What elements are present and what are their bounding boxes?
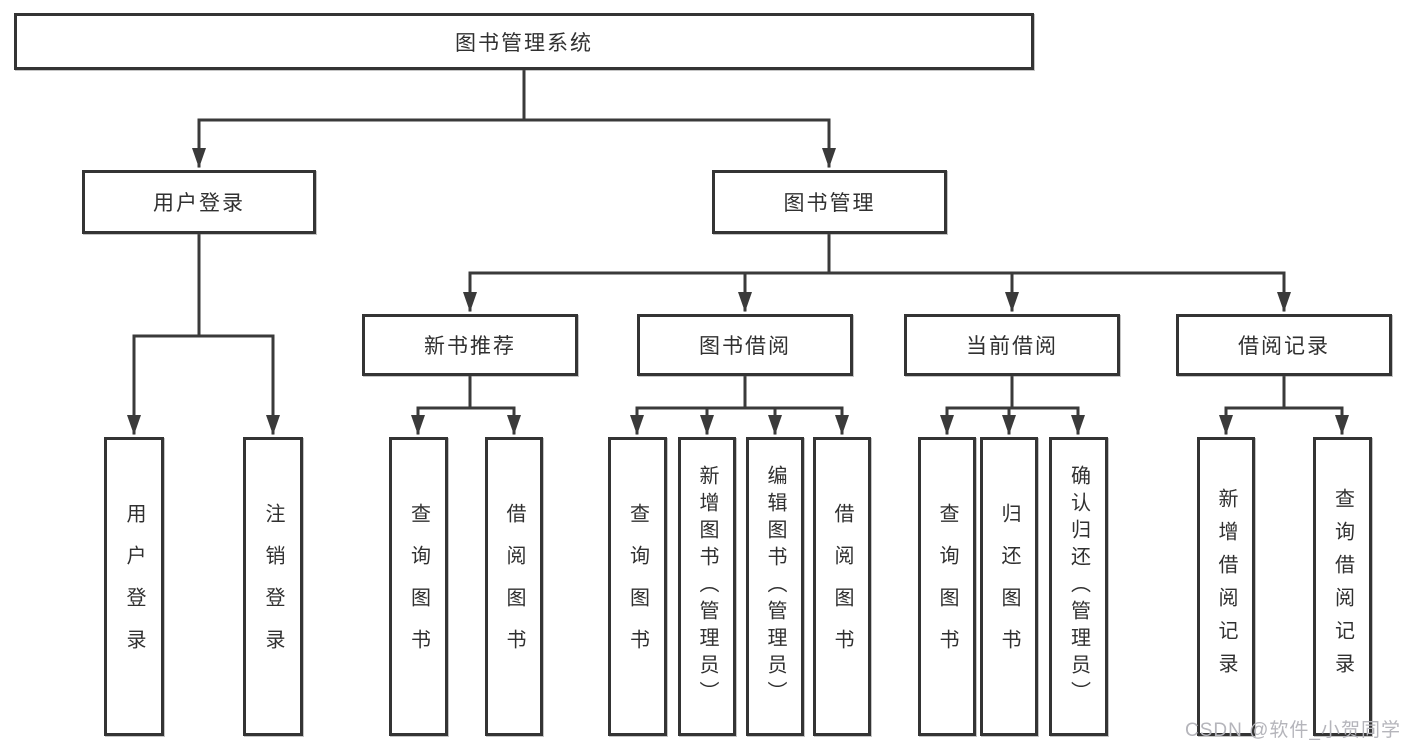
node-root-label: 图书管理系统 [455, 31, 593, 55]
node-book-management-label: 图书管理 [783, 192, 876, 215]
leaf-query-book-1: 查询图书 [389, 437, 448, 736]
leaf-logout: 注销登录 [243, 437, 303, 736]
leaf-borrow-book-2-label: 借阅图书 [831, 502, 853, 671]
leaf-query-book-1-label: 查询图书 [407, 502, 430, 671]
leaf-query-borrow-record: 查询借阅记录 [1313, 437, 1372, 736]
node-user-login-label: 用户登录 [153, 192, 245, 215]
leaf-query-book-2: 查询图书 [608, 437, 667, 736]
node-current-borrow: 当前借阅 [904, 314, 1120, 376]
node-borrow-record-label: 借阅记录 [1238, 335, 1330, 358]
csdn-watermark: CSDN @软件_小贺同学 [1185, 720, 1401, 741]
leaf-add-borrow-record: 新增借阅记录 [1197, 437, 1255, 736]
leaf-query-book-2-label: 查询图书 [626, 502, 649, 671]
leaf-confirm-return-admin-label: 确认归还（管理员） [1067, 465, 1090, 708]
leaf-add-book-admin-label: 新增图书（管理员） [696, 465, 718, 708]
leaf-user-login-label: 用户登录 [123, 502, 145, 671]
leaf-borrow-book-1: 借阅图书 [485, 437, 543, 736]
node-book-management: 图书管理 [712, 170, 947, 234]
node-borrow-record: 借阅记录 [1176, 314, 1392, 376]
leaf-borrow-book-2: 借阅图书 [813, 437, 871, 736]
leaf-edit-book-admin-label: 编辑图书（管理员） [764, 465, 786, 708]
node-book-borrow: 图书借阅 [637, 314, 853, 376]
node-user-login: 用户登录 [82, 170, 316, 234]
node-new-book-recommend-label: 新书推荐 [424, 335, 516, 358]
node-root-system: 图书管理系统 [14, 13, 1034, 70]
leaf-query-book-3: 查询图书 [918, 437, 976, 736]
leaf-borrow-book-1-label: 借阅图书 [503, 502, 525, 671]
leaf-add-borrow-record-label: 新增借阅记录 [1215, 487, 1237, 686]
leaf-add-book-admin: 新增图书（管理员） [678, 437, 736, 736]
leaf-query-borrow-record-label: 查询借阅记录 [1331, 487, 1354, 686]
leaf-confirm-return-admin: 确认归还（管理员） [1049, 437, 1108, 736]
node-current-borrow-label: 当前借阅 [966, 335, 1058, 358]
leaf-return-book-label: 归还图书 [998, 502, 1020, 671]
leaf-return-book: 归还图书 [980, 437, 1038, 736]
node-new-book-recommend: 新书推荐 [362, 314, 578, 376]
leaf-user-login: 用户登录 [104, 437, 164, 736]
node-book-borrow-label: 图书借阅 [699, 335, 791, 358]
connector-group [127, 68, 1349, 435]
leaf-logout-label: 注销登录 [262, 502, 284, 671]
leaf-query-book-3-label: 查询图书 [936, 502, 958, 671]
leaf-edit-book-admin: 编辑图书（管理员） [746, 437, 804, 736]
